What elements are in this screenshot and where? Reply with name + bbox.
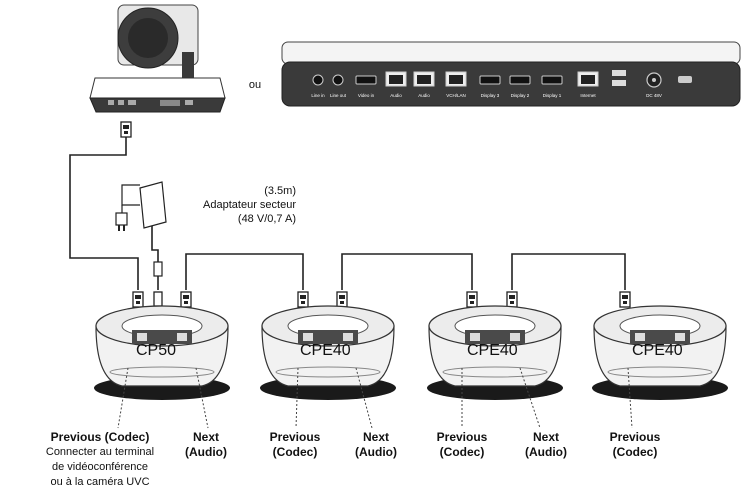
codec-port-2: Video in — [355, 75, 377, 98]
codec-port-10: DC 48V — [646, 72, 662, 98]
codec-port-label-4: Audio — [418, 93, 430, 98]
codec-port-label-2: Video in — [358, 93, 375, 98]
codec-label-4: (Codec) — [612, 445, 658, 459]
codec-port-8: Display 1 — [541, 75, 563, 98]
speakerphone-port-a-3 — [635, 333, 645, 341]
previous-label-3: Previous — [436, 430, 488, 444]
rj45-plug-3 — [297, 291, 309, 308]
codec-port-label-5: VCH/LAN — [446, 93, 466, 98]
next-label-1: Next — [192, 430, 219, 444]
adapter-rating-label: (48 V/0,7 A) — [237, 213, 296, 225]
power-plug — [153, 291, 163, 307]
codec-label-3: (Codec) — [439, 445, 485, 459]
speakerphone-port-a-2 — [470, 333, 480, 341]
speakerphone-port-a-0 — [137, 333, 147, 341]
audio-label-1: (Audio) — [185, 445, 227, 459]
audio-label-3: (Audio) — [525, 445, 567, 459]
adapter-name-label: Adaptateur secteur — [203, 199, 296, 211]
codec-port-6: Display 3 — [479, 75, 501, 98]
codec-port-label-8: Display 1 — [543, 93, 562, 98]
first-previous-label: Previous (Codec) — [50, 430, 150, 444]
codec-port-label-3: Audio — [390, 93, 402, 98]
rj45-plug-1 — [132, 291, 144, 308]
usb-port-2 — [612, 80, 626, 86]
codec-port-row: Line in Line out Video in Audio Audio VCH/LAN… — [311, 70, 692, 98]
rj45-plug-5 — [466, 291, 478, 308]
speakerphone-1 — [260, 305, 396, 400]
speakerphone-units — [94, 305, 728, 400]
previous-label-2: Previous — [269, 430, 321, 444]
power-switch — [678, 76, 692, 83]
connect-line-2: de vidéoconférence — [51, 461, 148, 473]
rj45-plug-4 — [336, 291, 348, 308]
codec-port-1: Line out — [330, 74, 347, 98]
previous-label-4: Previous — [609, 430, 661, 444]
codec-port-3: Audio — [385, 71, 407, 98]
speakerphone-ring-3 — [607, 366, 713, 378]
next-label-2: Next — [362, 430, 389, 444]
rj45-plugs — [120, 121, 631, 308]
or-label: ou — [248, 79, 262, 91]
speakerphone-3 — [592, 305, 728, 400]
unit-name-cp50: CP50 — [136, 342, 177, 359]
rj45-plug-0 — [120, 121, 132, 138]
codec-label-2: (Codec) — [272, 445, 318, 459]
usb-port-1 — [612, 70, 626, 76]
rj45-plug-2 — [180, 291, 192, 308]
speakerphone-port-b-3 — [675, 333, 685, 341]
codec-port-5: VCH/LAN — [445, 71, 467, 98]
cables — [69, 132, 626, 290]
codec-port-9: Internet — [577, 71, 599, 98]
uvc-camera — [89, 4, 226, 113]
unit-name-cpe40-3: CPE40 — [632, 342, 683, 359]
audio-label-2: (Audio) — [355, 445, 397, 459]
speakerphone-port-b-2 — [510, 333, 520, 341]
power-adapter — [115, 181, 167, 277]
unit-name-cpe40-2: CPE40 — [467, 342, 518, 359]
rj45-plug-6 — [506, 291, 518, 308]
speakerphone-port-a-1 — [303, 333, 313, 341]
codec-port-label-1: Line out — [330, 93, 347, 98]
codec-port-7: Display 2 — [509, 75, 531, 98]
codec-port-label-6: Display 3 — [481, 93, 500, 98]
next-label-3: Next — [532, 430, 559, 444]
video-codec: Line in Line out Video in Audio Audio VCH/LAN… — [281, 41, 741, 107]
adapter-length-label: (3.5m) — [264, 185, 296, 197]
codec-port-label-0: Line in — [311, 93, 325, 98]
codec-port-0: Line in — [311, 74, 325, 98]
codec-port-label-9: Internet — [580, 93, 596, 98]
codec-port-label-10: DC 48V — [646, 93, 662, 98]
speakerphone-port-b-0 — [177, 333, 187, 341]
rj45-plug-7 — [619, 291, 631, 308]
leader-lines — [117, 367, 633, 429]
speakerphone-port-b-1 — [343, 333, 353, 341]
speakerphone-2 — [427, 305, 563, 400]
speakerphone-0 — [94, 305, 230, 400]
speakerphone-ring-1 — [275, 366, 381, 378]
unit-name-cpe40-1: CPE40 — [300, 342, 351, 359]
connect-line-1: Connecter au terminal — [45, 446, 155, 458]
codec-port-label-7: Display 2 — [511, 93, 530, 98]
codec-port-4: Audio — [413, 71, 435, 98]
connect-line-3: ou à la caméra UVC — [50, 476, 150, 488]
speakerphone-ring-0 — [109, 366, 215, 378]
speakerphone-ring-2 — [442, 366, 548, 378]
